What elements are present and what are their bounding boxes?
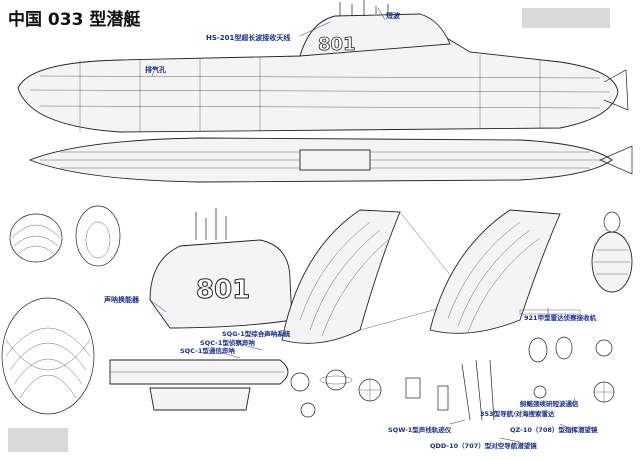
label-353-radar: 353型导航/对海搜索雷达 bbox=[480, 409, 555, 418]
tower-detail-view: 801 bbox=[149, 208, 293, 329]
hull-number-detail: 801 bbox=[196, 275, 250, 305]
diagram-title: 中国 033 型潜艇 bbox=[8, 9, 140, 30]
label-921-radar-receiver: 921甲型雷达侦察接收机 bbox=[524, 313, 597, 322]
hull-number-tower: 801 bbox=[318, 34, 356, 55]
plan-view bbox=[28, 137, 633, 183]
bow-perspective-right bbox=[429, 209, 561, 334]
side-profile-view: 801 bbox=[17, 0, 629, 133]
blurred-watermark-top bbox=[522, 8, 610, 28]
label-sqc1-comm-sonar: SQC-1型通信声呐 bbox=[180, 346, 235, 355]
component-details bbox=[290, 309, 615, 421]
blurred-watermark-bottom bbox=[8, 428, 68, 452]
label-hs201-antenna: HS-201型超长波接收天线 bbox=[206, 33, 290, 42]
stern-detail-view bbox=[109, 359, 289, 411]
label-qz10-periscope: QZ-10（708）型指挥潜望镜 bbox=[510, 425, 598, 434]
label-sonar-transducer: 声呐换能器 bbox=[103, 295, 140, 304]
sonar-dome-view bbox=[591, 211, 633, 293]
label-shortwave: 短波 bbox=[386, 11, 401, 20]
label-qdd10-periscope: QDD-10（707）型对空导航潜望镜 bbox=[430, 441, 537, 450]
label-shortwave-comm: 鲟鳐颈续研短波通信 bbox=[519, 399, 579, 408]
label-sqg1-sonar: SQG-1型综合声呐系统 bbox=[222, 329, 291, 338]
label-exhaust: 排气孔 bbox=[145, 65, 166, 74]
label-sqc1-recon-sonar: SQC-1型侦察声呐 bbox=[200, 338, 255, 347]
cross-section-views bbox=[1, 205, 121, 415]
label-sqw1: SQW-1型声线轨迹仪 bbox=[388, 425, 452, 434]
